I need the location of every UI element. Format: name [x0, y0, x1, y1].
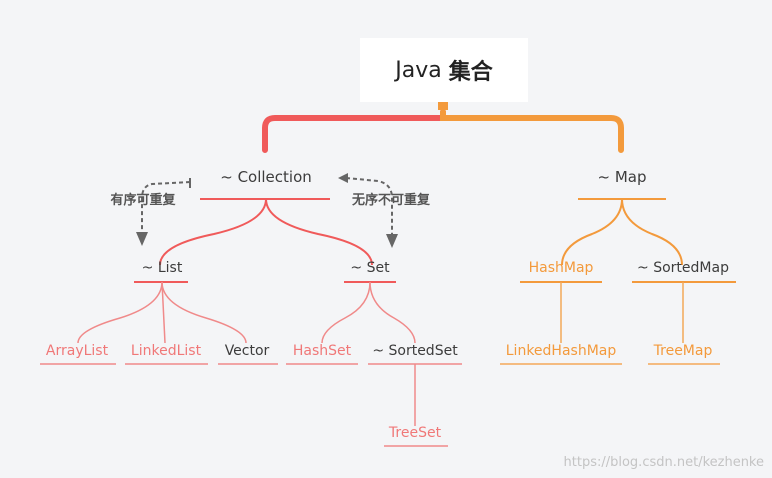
- title-chinese: 集合: [448, 60, 493, 85]
- ordered-note-arrowhead: [136, 232, 148, 246]
- root-connector-knob: [438, 100, 448, 110]
- root-to-collection-bracket: [262, 109, 446, 153]
- note-ordered-repeatable: 有序可重复: [110, 193, 176, 208]
- set-to-sortedset-line: [369, 281, 416, 344]
- list-to-arraylist-line: [77, 281, 163, 344]
- map-to-hashmap-line: [561, 198, 623, 266]
- unordered-note-arrow-tail: [338, 173, 348, 183]
- node-sortedset: ~ SortedSet: [372, 343, 458, 359]
- node-collection: ~ Collection: [220, 168, 312, 186]
- node-linkedlist: LinkedList: [130, 343, 202, 359]
- root-to-map-bracket: [440, 109, 624, 153]
- node-arraylist: ArrayList: [45, 343, 109, 359]
- node-set: ~ Set: [350, 260, 390, 276]
- map-to-sortedmap-line: [621, 198, 683, 266]
- unordered-note-arrow: [345, 177, 393, 236]
- unordered-note-arrowhead: [386, 234, 398, 248]
- node-hashset: HashSet: [292, 343, 352, 359]
- set-to-hashset-line: [321, 281, 371, 344]
- ordered-note-arrow: [141, 181, 191, 234]
- node-map: ~ Map: [597, 168, 647, 186]
- watermark-url: https://blog.csdn.net/kezhenke: [563, 455, 764, 470]
- node-linkedhashmap: LinkedHashMap: [505, 343, 617, 359]
- node-sortedmap: ~ SortedMap: [637, 260, 729, 276]
- collection-to-list-line: [159, 198, 267, 266]
- note-unordered-unique: 无序不可重复: [351, 193, 431, 208]
- title-java: Java: [395, 57, 442, 83]
- node-treemap: TreeMap: [653, 343, 713, 359]
- node-hashmap: HashMap: [528, 260, 594, 276]
- node-vector: Vector: [224, 343, 270, 359]
- node-treeset: TreeSet: [388, 425, 442, 441]
- list-to-vector-line: [161, 281, 247, 344]
- list-to-linkedlist-line: [161, 281, 166, 344]
- node-list: ~ List: [141, 260, 183, 276]
- collection-to-set-line: [265, 198, 373, 266]
